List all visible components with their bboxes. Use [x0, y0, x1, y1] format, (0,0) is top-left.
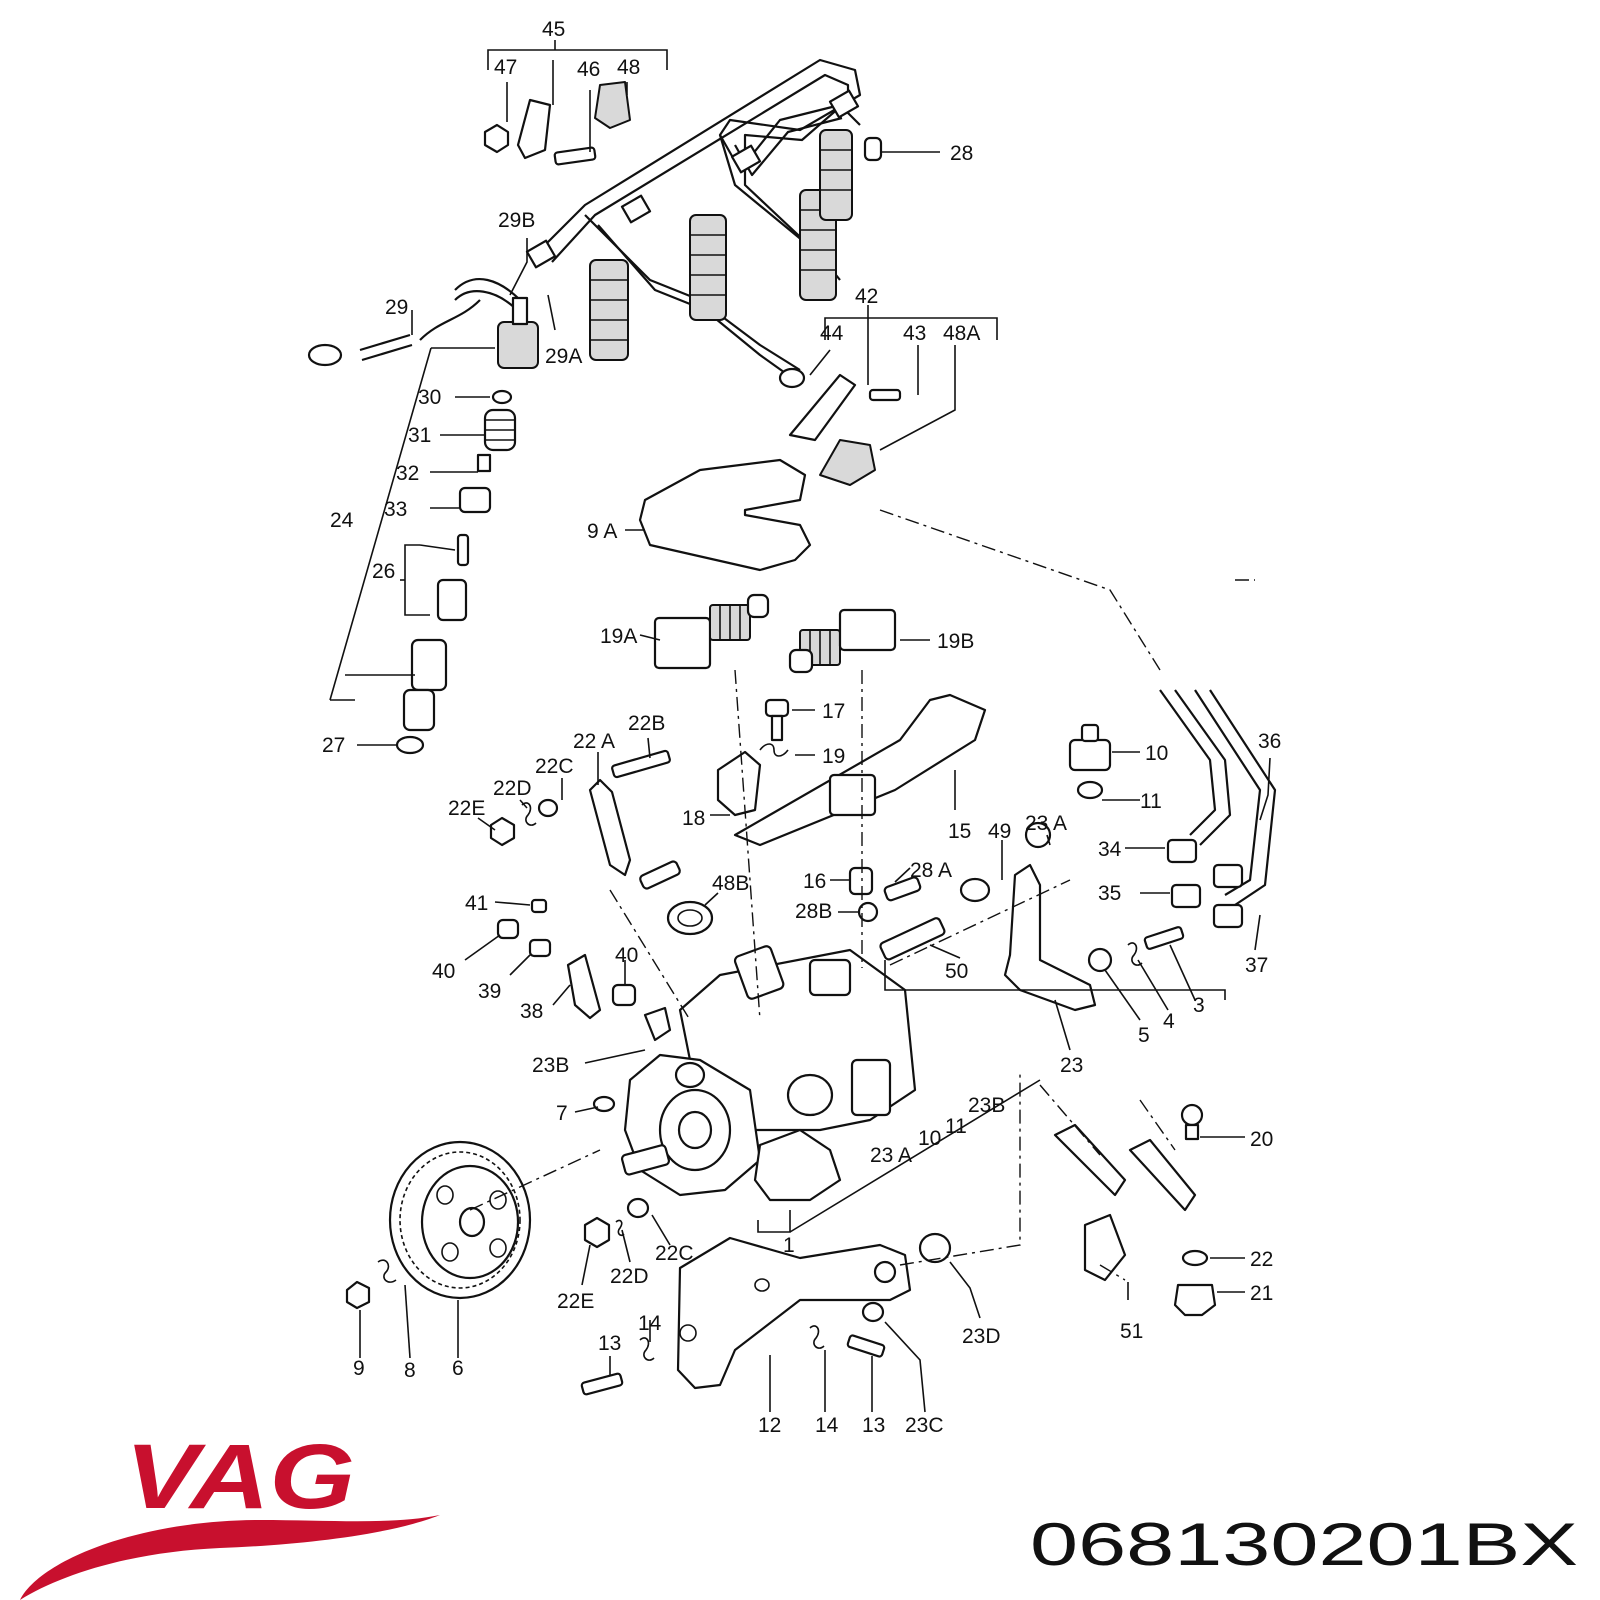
- callout-23c: 23C: [905, 1414, 944, 1437]
- callout-35: 35: [1098, 882, 1121, 905]
- callout-19: 19: [822, 745, 845, 768]
- callout-22d: 22D: [493, 777, 532, 800]
- callout-23a: 23 A: [1025, 812, 1067, 835]
- callout-7: 7: [556, 1102, 568, 1125]
- callout-50: 50: [945, 960, 968, 983]
- injector-4: [819, 129, 853, 221]
- callout-37: 37: [1245, 954, 1268, 977]
- logo-text: VAG: [125, 1426, 355, 1528]
- callout-14-lower: 14: [815, 1414, 839, 1437]
- callout-3: 3: [1193, 994, 1205, 1017]
- callout-24: 24: [330, 509, 354, 532]
- callout-15: 15: [948, 820, 971, 843]
- callout-47: 47: [494, 56, 517, 79]
- callout-22c: 22C: [535, 755, 574, 778]
- callout-22b: 22B: [628, 712, 665, 735]
- injection-pump-body: [620, 945, 917, 1202]
- callout-51: 51: [1120, 1320, 1143, 1343]
- callout-38: 38: [520, 1000, 543, 1023]
- injector-2: [689, 214, 727, 321]
- callout-39: 39: [478, 980, 501, 1003]
- callout-40b: 40: [432, 960, 455, 983]
- part-artwork: [307, 58, 1277, 1396]
- callout-19a: 19A: [600, 625, 637, 648]
- callout-9a: 9 A: [587, 520, 617, 543]
- callout-28a: 28 A: [910, 859, 952, 882]
- callout-22d-lower: 22D: [610, 1265, 649, 1288]
- callout-22e: 22E: [448, 797, 485, 820]
- callout-10-lower: 10: [918, 1127, 941, 1150]
- callout-28: 28: [950, 142, 973, 165]
- callout-23d: 23D: [962, 1325, 1001, 1348]
- callout-29: 29: [385, 296, 408, 319]
- callout-29b: 29B: [498, 209, 535, 232]
- leader-lines: [329, 40, 1271, 1413]
- callout-43: 43: [903, 322, 926, 345]
- callout-22: 22: [1250, 1248, 1273, 1271]
- callout-28b: 28B: [795, 900, 832, 923]
- callout-45: 45: [542, 18, 565, 41]
- callout-36: 36: [1258, 730, 1281, 753]
- callout-20: 20: [1250, 1128, 1273, 1151]
- callout-16: 16: [803, 870, 826, 893]
- callout-30: 30: [418, 386, 441, 409]
- sender-19a: [653, 593, 770, 670]
- callout-46: 46: [577, 58, 600, 81]
- callout-12: 12: [758, 1414, 781, 1437]
- injector-1: [589, 259, 629, 361]
- callout-40a: 40: [615, 944, 638, 967]
- callout-19b: 19B: [937, 630, 974, 653]
- callout-21: 21: [1250, 1282, 1273, 1305]
- callout-31: 31: [408, 424, 431, 447]
- callout-22a: 22 A: [573, 730, 615, 753]
- callout-11-lower: 11: [945, 1115, 967, 1138]
- callout-48a: 48A: [943, 322, 980, 345]
- callout-48: 48: [617, 56, 640, 79]
- callout-22c-lower: 22C: [655, 1242, 694, 1265]
- sender-19b: [788, 608, 897, 674]
- callout-27: 27: [322, 734, 345, 757]
- brand-logo: VAG: [20, 1426, 440, 1600]
- callout-48b: 48B: [712, 872, 749, 895]
- callout-10: 10: [1145, 742, 1168, 765]
- callout-22e-lower: 22E: [557, 1290, 594, 1313]
- callout-23b-lower: 23B: [968, 1094, 1005, 1117]
- callout-23b: 23B: [532, 1054, 569, 1077]
- callout-11: 11: [1140, 790, 1162, 813]
- callout-49: 49: [988, 820, 1011, 843]
- alignment-lines: [469, 509, 1255, 1281]
- callout-1: 1: [783, 1234, 795, 1257]
- callout-5: 5: [1138, 1024, 1150, 1047]
- callout-labels: 45 47 46 48 28 29B 29 29A 42 44 43 48A 3…: [322, 18, 1281, 1437]
- callout-13: 13: [598, 1332, 621, 1355]
- callout-34: 34: [1098, 838, 1122, 861]
- callout-32: 32: [396, 462, 419, 485]
- callout-41: 41: [465, 892, 488, 915]
- callout-33: 33: [384, 498, 407, 521]
- timing-pulley: [388, 1140, 532, 1300]
- callout-18: 18: [682, 807, 705, 830]
- callout-17: 17: [822, 700, 845, 723]
- callout-8: 8: [404, 1359, 416, 1382]
- callout-44: 44: [820, 322, 844, 345]
- callout-13-lower: 13: [862, 1414, 885, 1437]
- callout-6: 6: [452, 1357, 464, 1380]
- logo-swoosh: [20, 1515, 440, 1600]
- callout-23: 23: [1060, 1054, 1083, 1077]
- callout-9: 9: [353, 1357, 365, 1380]
- callout-23a-lower: 23 A: [870, 1144, 912, 1167]
- callout-26: 26: [372, 560, 395, 583]
- callout-4: 4: [1163, 1010, 1175, 1033]
- callout-14: 14: [638, 1312, 662, 1335]
- callout-29a: 29A: [545, 345, 582, 368]
- part-number: 068130201BX: [1030, 1511, 1578, 1578]
- callout-42: 42: [855, 285, 878, 308]
